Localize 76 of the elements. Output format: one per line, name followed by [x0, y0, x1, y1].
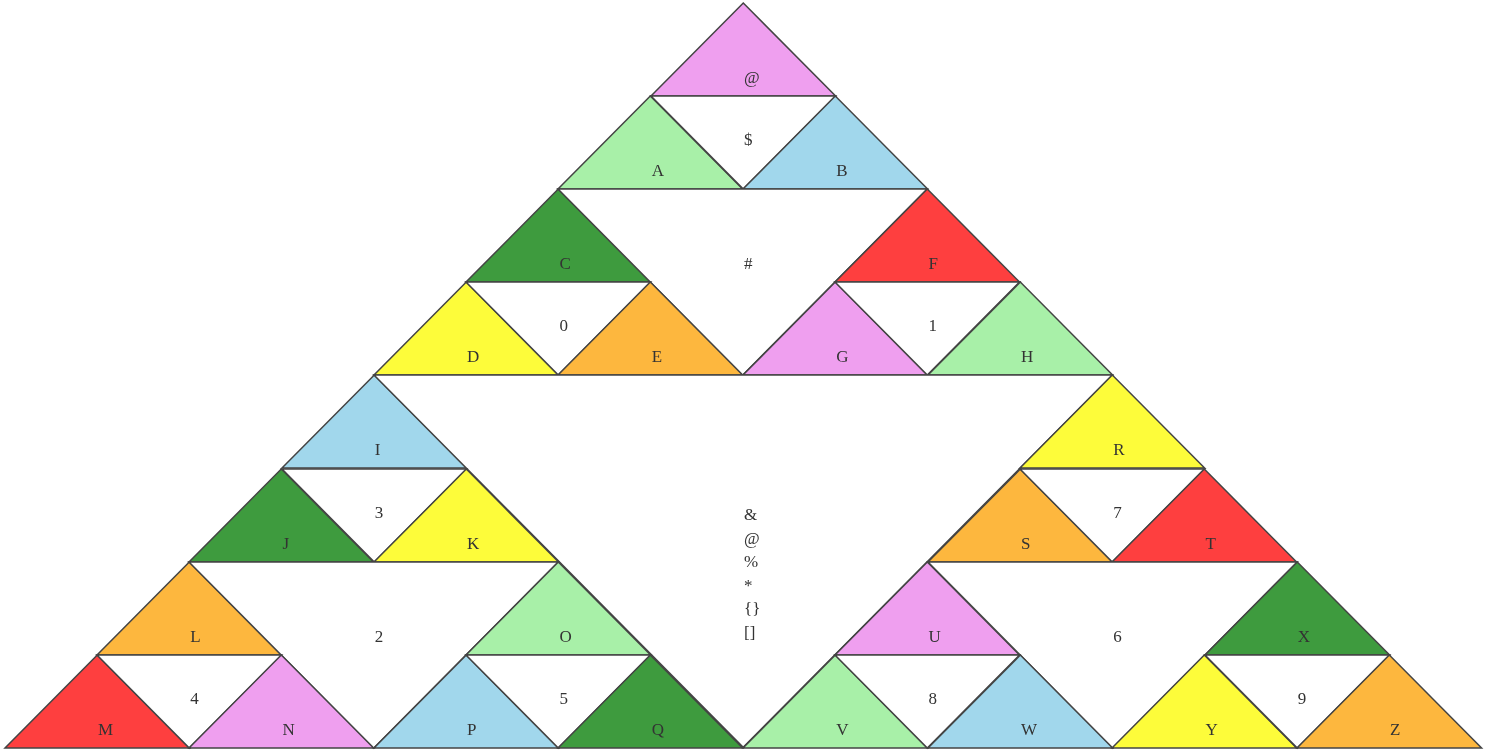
triangle-tile [927, 654, 1113, 748]
symbol-list: & @ % * {} [] [744, 502, 761, 644]
triangle-tile [1019, 468, 1205, 562]
tile-label: # [744, 254, 753, 275]
triangle-tile [558, 282, 743, 376]
tile-label: L [190, 626, 201, 647]
tile-label: B [836, 161, 848, 182]
triangle-tile [835, 654, 1020, 748]
triangle-tile [96, 654, 282, 748]
tile-label: M [97, 719, 113, 740]
tile-label: V [836, 719, 849, 740]
triangle-tile [927, 468, 1113, 562]
tile-label: S [1020, 533, 1031, 554]
tile-label: C [559, 254, 571, 275]
tile-label: F [928, 254, 939, 275]
tile-label: I [374, 440, 381, 461]
tile-label: $ [744, 130, 753, 151]
triangle-tile [373, 468, 559, 562]
tile-label: 3 [374, 502, 384, 523]
tile-label: X [1297, 626, 1311, 647]
triangle-tile [466, 189, 651, 283]
tile-label: E [651, 347, 663, 368]
triangle-tile [1204, 654, 1390, 748]
triangle-tile [1112, 468, 1297, 562]
triangle-tile [835, 189, 1020, 283]
triangle-tile [466, 654, 651, 748]
triangle-tile [189, 468, 374, 562]
triangle-tile [1112, 654, 1297, 748]
tile-label: 2 [374, 626, 384, 647]
tile-label: O [559, 626, 572, 647]
tile-label: H [1020, 347, 1034, 368]
tile-label: 6 [1113, 626, 1122, 647]
tile-label: 7 [1113, 502, 1122, 523]
tile-label: K [467, 533, 480, 554]
tile-label: A [651, 161, 664, 182]
tile-label: @ [744, 68, 760, 89]
triangle-tile [189, 654, 374, 748]
tile-label: 4 [190, 688, 199, 709]
tile-label: Y [1205, 719, 1218, 740]
triangle-tile [558, 96, 743, 190]
tile-label: Z [1390, 719, 1401, 740]
triangle-tile [281, 468, 467, 562]
tile-label: 1 [928, 316, 938, 337]
tile-label: 0 [559, 316, 568, 337]
tile-label: P [467, 719, 477, 740]
triangle-tile [743, 282, 928, 376]
triangle-tile [743, 654, 928, 748]
tile-label: D [467, 347, 480, 368]
triangle-tile [281, 375, 467, 469]
tile-label: N [282, 719, 295, 740]
triangle-tile [373, 654, 559, 748]
triangle-tile [4, 654, 190, 748]
tile-label: W [1020, 719, 1037, 740]
tile-label: G [836, 347, 849, 368]
triangle-tile [466, 561, 651, 655]
triangle-tile [1019, 375, 1205, 469]
triangle-tile [1204, 561, 1390, 655]
triangle-tile [835, 282, 1020, 376]
tile-label: 9 [1297, 688, 1307, 709]
tile-label: 8 [928, 688, 938, 709]
triangle-tile [1296, 654, 1482, 748]
triangle-tile [373, 282, 559, 376]
tile-label: R [1113, 440, 1125, 461]
triangle-tile [650, 3, 836, 97]
tile-label: U [928, 626, 941, 647]
tile-label: Q [651, 719, 664, 740]
triangle-tile [558, 654, 743, 748]
triangle-tile [466, 282, 651, 376]
triangle-tile [927, 282, 1113, 376]
tile-label: 5 [559, 688, 568, 709]
tile-label: J [282, 533, 290, 554]
triangle-tile [650, 96, 836, 190]
triangle-tile [835, 561, 1020, 655]
tile-label: T [1205, 533, 1216, 554]
triangle-tile [743, 96, 928, 190]
triangle-tile [96, 561, 282, 655]
